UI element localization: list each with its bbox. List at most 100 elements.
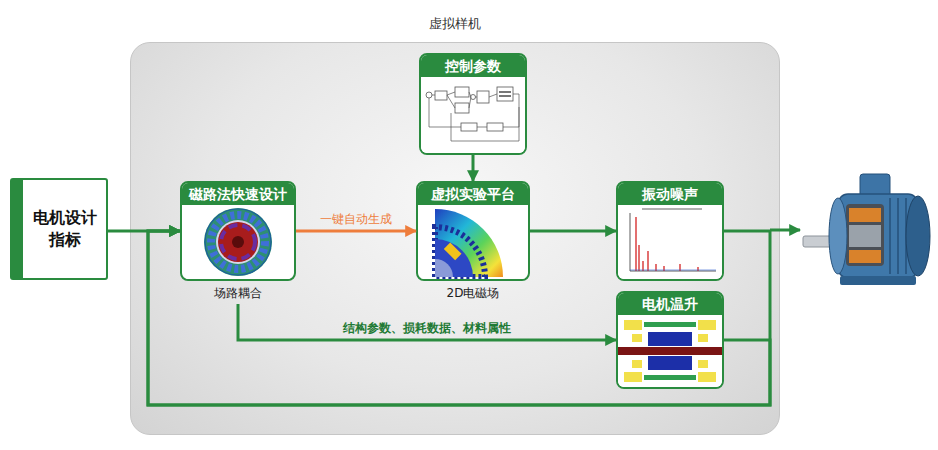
illustration-part bbox=[435, 227, 485, 277]
flow-arrow bbox=[296, 230, 416, 233]
card-header: 控制参数 bbox=[421, 55, 525, 77]
illustration-part bbox=[421, 77, 525, 153]
flow-arrow bbox=[108, 230, 180, 233]
flow-arrow bbox=[530, 230, 616, 233]
cutaway bbox=[846, 204, 884, 266]
card-picture bbox=[618, 315, 722, 387]
illustration-part bbox=[499, 95, 511, 97]
illustration-part bbox=[487, 123, 503, 131]
illustration-part bbox=[635, 217, 636, 271]
input-box: 电机设计指标 bbox=[10, 178, 108, 280]
process-box: 振动噪声 bbox=[616, 181, 724, 281]
illustration-part bbox=[421, 205, 525, 279]
illustration-part bbox=[632, 360, 642, 368]
illustration-part bbox=[624, 320, 642, 330]
motor-cross-section bbox=[182, 205, 294, 279]
illustration-part bbox=[698, 320, 716, 330]
input-box-outline: 电机设计指标 bbox=[10, 178, 108, 280]
illustration-part bbox=[211, 215, 265, 269]
illustration-part bbox=[451, 107, 519, 141]
illustration-part bbox=[618, 347, 722, 355]
process-box: 虚拟实验平台 2D电磁场 bbox=[416, 181, 530, 302]
illustration-part bbox=[889, 198, 891, 274]
copper-winding bbox=[849, 208, 881, 222]
process-box: 控制参数 bbox=[419, 53, 527, 155]
illustration-part bbox=[204, 208, 272, 276]
process-box: 磁路法快速设计 场路耦合 bbox=[180, 181, 296, 302]
motor-picture bbox=[803, 174, 930, 285]
illustration-part bbox=[455, 87, 469, 97]
illustration-part bbox=[218, 222, 258, 262]
illustration-part bbox=[636, 217, 698, 271]
illustration-part bbox=[630, 213, 631, 271]
card-title: 电机温升 bbox=[642, 296, 698, 312]
illustration-part bbox=[644, 322, 696, 327]
card-caption: 2D电磁场 bbox=[416, 285, 530, 302]
illustration-part bbox=[429, 94, 519, 127]
front-flange bbox=[829, 198, 847, 274]
illustration-part bbox=[630, 270, 716, 271]
illustration-part bbox=[630, 213, 716, 271]
illustration-part bbox=[186, 205, 290, 279]
illustration-part bbox=[697, 267, 698, 271]
illustration-part bbox=[426, 87, 513, 131]
illustration-part bbox=[624, 372, 642, 382]
illustration-part bbox=[499, 91, 511, 97]
rotor-core bbox=[849, 225, 881, 247]
card-outline: 磁路法快速设计 bbox=[180, 181, 296, 281]
end-cap bbox=[906, 196, 930, 276]
edge-label: 一键自动生成 bbox=[320, 212, 392, 226]
illustration-part bbox=[632, 334, 642, 342]
flow-arrow bbox=[238, 304, 616, 340]
card-outline: 振动噪声 bbox=[616, 181, 724, 281]
illustration-part bbox=[232, 236, 244, 248]
illustration-part bbox=[435, 209, 503, 277]
illustration-part bbox=[642, 261, 643, 271]
illustration-part bbox=[471, 95, 476, 100]
flow-arrow bbox=[148, 231, 770, 405]
flow-arrow bbox=[148, 231, 770, 405]
illustration-part bbox=[638, 245, 639, 271]
illustration-part bbox=[444, 243, 462, 261]
field-plot bbox=[418, 205, 528, 279]
thermal-model bbox=[618, 315, 722, 387]
illustration-part bbox=[477, 91, 489, 103]
illustration-part bbox=[698, 360, 708, 368]
edge-label: 结构参数、损耗数据、材料属性 bbox=[343, 321, 511, 335]
card-picture bbox=[182, 205, 294, 279]
illustration-part bbox=[648, 356, 692, 370]
illustration-part bbox=[644, 375, 696, 380]
card-title: 控制参数 bbox=[445, 58, 501, 74]
card-outline: 电机温升 bbox=[616, 291, 724, 389]
illustration-part bbox=[432, 92, 497, 108]
card-header: 磁路法快速设计 bbox=[182, 183, 294, 205]
illustration-part bbox=[216, 220, 260, 264]
control-block-diagram bbox=[421, 77, 525, 153]
process-box: 电机温升 bbox=[616, 291, 724, 389]
card-picture bbox=[418, 205, 528, 279]
panel-heading: 虚拟样机 bbox=[131, 15, 779, 33]
illustration-part bbox=[698, 372, 716, 382]
illustration-part bbox=[618, 205, 722, 279]
card-header: 振动噪声 bbox=[618, 183, 722, 205]
illustration-part bbox=[221, 225, 255, 259]
card-picture bbox=[618, 205, 722, 279]
illustration-part bbox=[435, 239, 473, 277]
illustration-part bbox=[435, 91, 447, 100]
card-header: 虚拟实验平台 bbox=[418, 183, 528, 205]
card-title: 振动噪声 bbox=[642, 186, 698, 202]
illustration-part bbox=[897, 198, 899, 274]
copper-winding bbox=[849, 250, 881, 263]
flow-arrow bbox=[472, 155, 475, 181]
illustration-part bbox=[455, 103, 469, 113]
card-outline: 虚拟实验平台 bbox=[416, 181, 530, 281]
illustration-part bbox=[648, 332, 692, 346]
card-header: 电机温升 bbox=[618, 293, 722, 315]
card-outline: 控制参数 bbox=[419, 53, 527, 155]
illustration-part bbox=[642, 208, 702, 210]
illustration-part bbox=[426, 92, 432, 98]
illustration-part bbox=[429, 92, 519, 141]
illustration-part bbox=[497, 87, 513, 101]
